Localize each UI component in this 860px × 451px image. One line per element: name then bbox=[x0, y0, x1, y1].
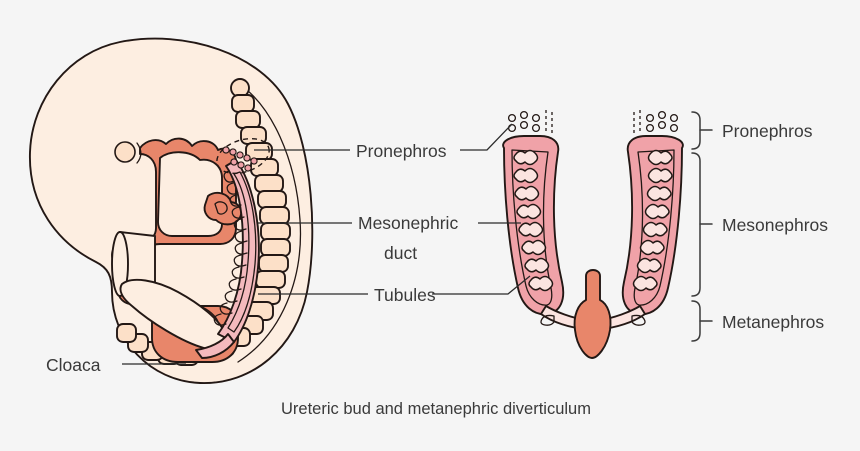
bracket-label-group: Pronephros Mesonephros Metanephros bbox=[691, 111, 828, 342]
cloaca-orange-body bbox=[573, 269, 612, 359]
mesonephros-left-tubules bbox=[513, 149, 554, 292]
ureteric-bud-inner bbox=[214, 201, 228, 215]
pronephros-dashed-outline bbox=[216, 137, 270, 175]
label-mesonephric-duct-line2: duct bbox=[384, 243, 417, 263]
leader-tubules-right bbox=[432, 275, 531, 295]
embryo-illustration bbox=[29, 37, 314, 384]
urogenital-illustration bbox=[502, 110, 684, 359]
pronephros-left-dots bbox=[507, 110, 553, 134]
pronephros-cluster bbox=[216, 137, 270, 175]
ureteric-bud-right bbox=[631, 314, 646, 326]
bracket-pronephros: Pronephros bbox=[691, 111, 813, 150]
mesonephros-left-limb bbox=[502, 110, 565, 316]
duct-distal-segment bbox=[195, 333, 235, 359]
mesonephros-right-tubules bbox=[632, 149, 673, 292]
mesonephric-duct-band bbox=[195, 159, 260, 359]
somite-column bbox=[116, 78, 291, 366]
mesonephros-left-channel bbox=[511, 149, 553, 306]
leader-lines bbox=[122, 123, 531, 365]
embryo-dorsal-ridge bbox=[235, 81, 302, 363]
embryo-eye bbox=[114, 141, 136, 163]
embryo-label-group: Pronephros Mesonephric duct Tubules Cloa… bbox=[46, 141, 458, 375]
pronephric-vesicles bbox=[222, 146, 258, 172]
label-pronephros: Pronephros bbox=[356, 141, 447, 161]
label-bracket-mesonephros: Mesonephros bbox=[722, 215, 828, 235]
ureteric-bud-left bbox=[540, 314, 555, 326]
bracket-metanephros: Metanephros bbox=[691, 300, 824, 342]
leader-pronephros-right bbox=[460, 123, 513, 151]
duct-band-fill bbox=[217, 159, 260, 343]
label-tubules: Tubules bbox=[374, 285, 436, 305]
pronephros-right-dots bbox=[633, 110, 679, 134]
label-cloaca: Cloaca bbox=[46, 355, 101, 375]
figure-caption: Ureteric bud and metanephric diverticulu… bbox=[281, 400, 591, 418]
yolk-stalk-mouth bbox=[111, 231, 129, 297]
bracket-mesonephros: Mesonephros bbox=[691, 152, 828, 297]
label-mesonephric-duct-line1: Mesonephric bbox=[358, 213, 458, 233]
embryo-eye-crease bbox=[136, 142, 142, 164]
duct-band-lumen bbox=[227, 171, 257, 333]
mesonephros-right-limb bbox=[621, 110, 684, 316]
metanephric-diverticulum bbox=[573, 269, 612, 359]
mesonephros-right-channel bbox=[633, 149, 675, 306]
label-bracket-metanephros: Metanephros bbox=[722, 312, 824, 332]
label-bracket-pronephros: Pronephros bbox=[722, 121, 813, 141]
